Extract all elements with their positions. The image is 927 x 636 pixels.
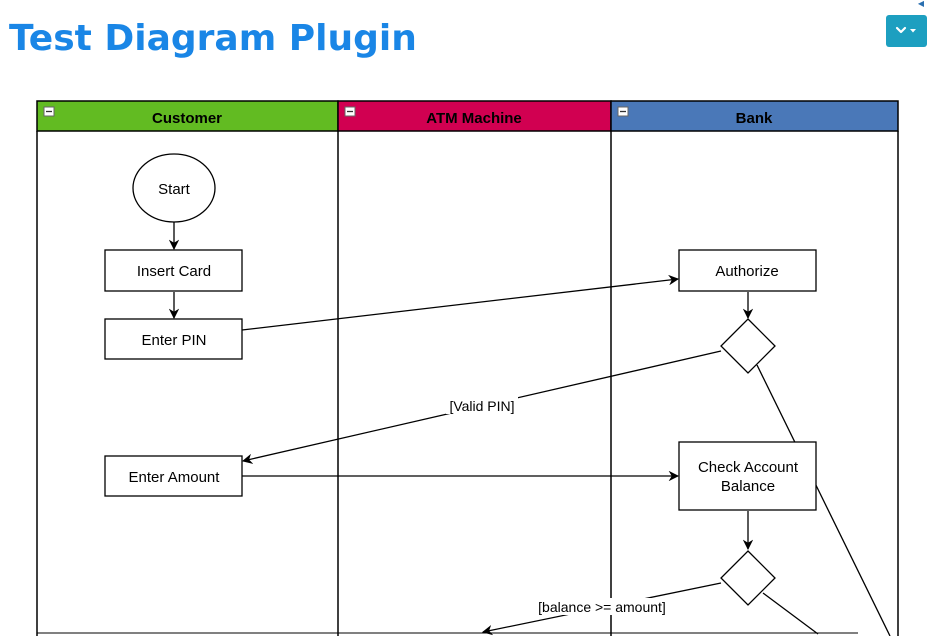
edge-label-bg — [532, 598, 672, 615]
lane-label: Customer — [152, 110, 222, 127]
enter-amount-label: Enter Amount — [129, 469, 221, 486]
lane-label: ATM Machine — [426, 110, 522, 127]
dropdown-toggle-button[interactable] — [886, 15, 927, 47]
edge-label-bg — [446, 397, 518, 414]
check-balance-label-line2: Balance — [721, 478, 775, 495]
insert-card-label: Insert Card — [137, 263, 211, 280]
valid-pin-edge-label: [Valid PIN] — [449, 398, 514, 414]
start-node[interactable] — [132, 153, 216, 223]
lane-label: Bank — [736, 110, 773, 127]
lane-header-bank[interactable] — [610, 100, 899, 132]
enter-amount-node[interactable] — [104, 455, 243, 497]
collapse-icon[interactable] — [344, 106, 356, 117]
edge-decision-offpage — [756, 364, 891, 636]
balance-ok-edge-label: [balance >= amount] — [538, 599, 666, 615]
authorize-node[interactable] — [678, 249, 817, 292]
authorize-label: Authorize — [715, 263, 778, 280]
lane-header-customer[interactable] — [36, 100, 339, 132]
enter-pin-node[interactable] — [104, 318, 243, 360]
pin-decision-node[interactable] — [720, 318, 776, 374]
caret-left-icon[interactable]: ◀ — [917, 0, 925, 8]
enter-pin-label: Enter PIN — [141, 332, 206, 349]
lane-header-atm[interactable] — [337, 100, 612, 132]
insert-card-node[interactable] — [104, 249, 243, 292]
edge-decision2-offpage — [762, 592, 819, 635]
edge-pin-authorize — [241, 274, 680, 331]
collapse-icon[interactable] — [617, 106, 629, 117]
page-title: Test Diagram Plugin — [9, 18, 417, 59]
check-balance-node[interactable] — [678, 441, 817, 511]
chevron-down-icon — [895, 26, 916, 34]
collapse-icon[interactable] — [43, 106, 55, 117]
balance-decision-node[interactable] — [720, 550, 776, 606]
check-balance-label-line1: Check Account — [698, 459, 799, 476]
start-node-label: Start — [158, 181, 191, 198]
